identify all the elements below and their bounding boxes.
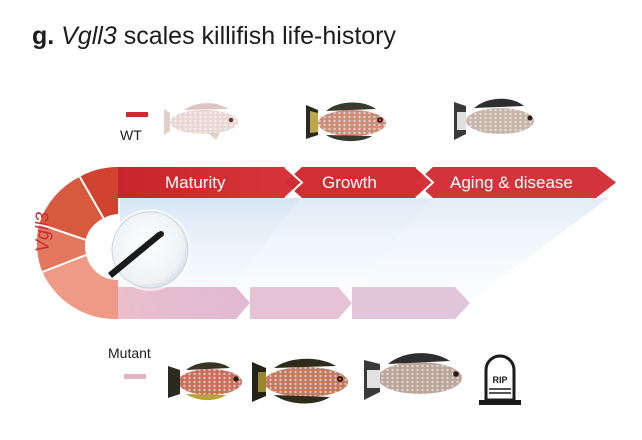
arrow-maturity xyxy=(118,167,302,198)
stage-maturity: Maturity xyxy=(165,173,226,192)
arrow-aging xyxy=(416,167,616,198)
wt-fish-old xyxy=(454,98,534,140)
vgll3-label: Vgll3 xyxy=(32,211,53,253)
dial-needle xyxy=(108,232,163,278)
wt-legend-bar xyxy=(126,112,148,117)
stage-growth: Growth xyxy=(322,173,377,192)
dial-knob xyxy=(108,209,191,291)
mutant-fish-adult xyxy=(252,358,348,404)
mutant-legend-bar xyxy=(124,374,146,379)
wt-fish-young xyxy=(164,103,238,140)
mutant-arrows xyxy=(118,287,470,319)
title-gene: Vgll3 xyxy=(61,22,117,50)
wt-fish-adult xyxy=(306,102,386,142)
title-rest: scales killifish life-history xyxy=(116,22,397,50)
tombstone-icon: RIP xyxy=(479,354,521,405)
mutant-fish-young xyxy=(168,362,242,401)
figure-title: g. Vgll3 scales killifish life-history xyxy=(32,22,396,51)
wt-label: WT xyxy=(120,127,142,143)
wt-arrows xyxy=(118,166,616,199)
mutant-fish-old xyxy=(364,353,462,400)
projection-bands xyxy=(120,198,608,300)
stage-aging: Aging & disease xyxy=(450,173,573,192)
vgll3-dial-arc xyxy=(36,167,118,320)
panel-label: g. xyxy=(32,22,55,50)
mutant-label: Mutant xyxy=(108,345,151,361)
tombstone-text: RIP xyxy=(492,375,507,385)
arrow-growth xyxy=(285,167,433,198)
